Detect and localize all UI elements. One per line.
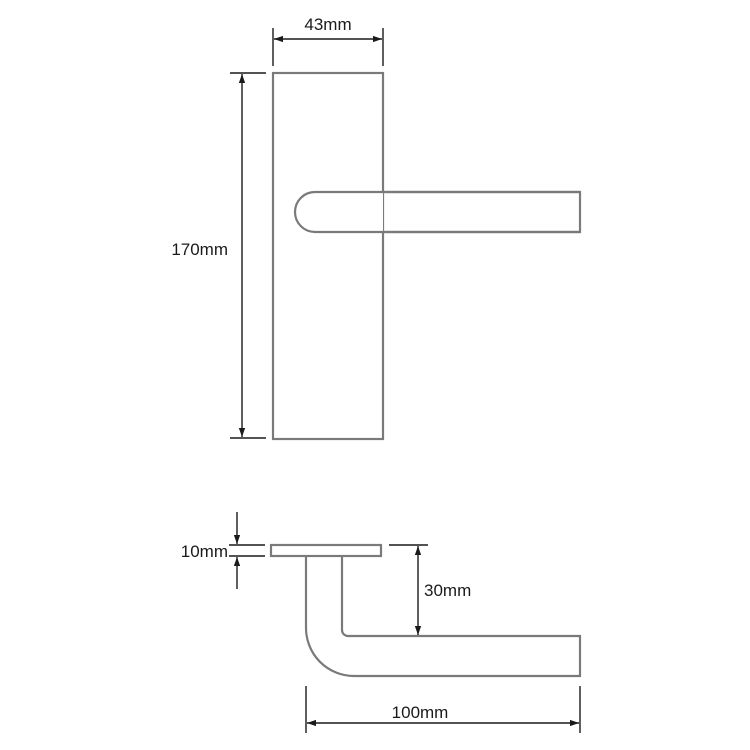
length-dimension: 100mm — [305, 686, 581, 733]
width-dimension: 43mm — [272, 15, 384, 66]
width-label: 43mm — [304, 15, 351, 34]
front-view — [271, 71, 582, 441]
front-lever-rose-overlap — [293, 190, 383, 234]
thickness-label: 10mm — [181, 542, 228, 561]
height-label: 170mm — [171, 240, 228, 259]
front-backplate-outline — [271, 71, 385, 441]
side-lever-outline — [304, 556, 582, 678]
thickness-dimension: 10mm — [181, 512, 265, 589]
height-dimension: 170mm — [171, 72, 266, 439]
projection-dimension: 30mm — [389, 544, 471, 635]
side-backplate-outline — [269, 543, 383, 558]
side-view — [269, 543, 582, 678]
length-label: 100mm — [392, 703, 449, 722]
projection-label: 30mm — [424, 581, 471, 600]
